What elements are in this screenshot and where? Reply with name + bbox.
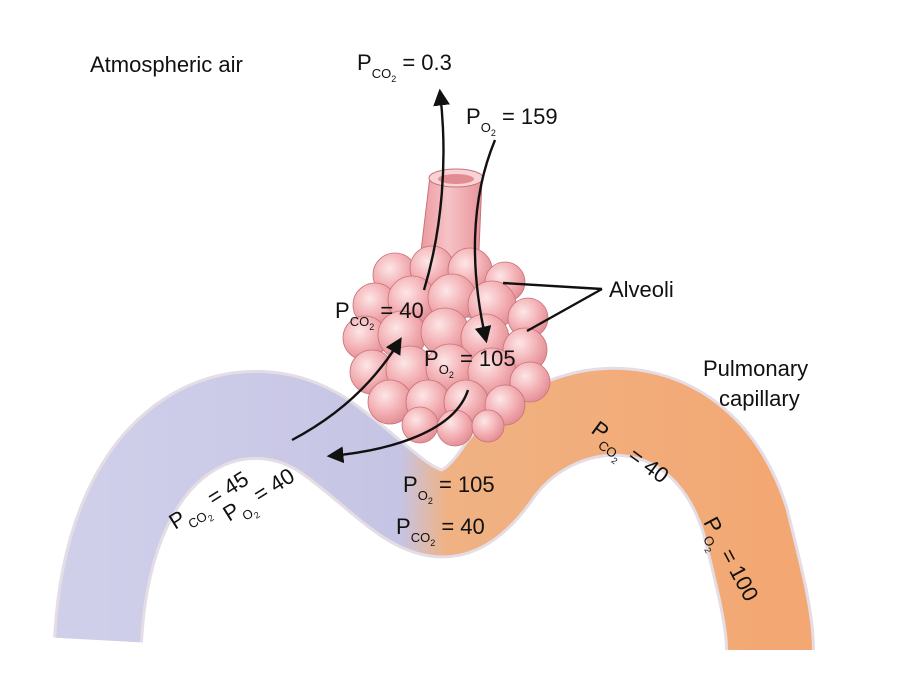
alveoli-label: Alveoli xyxy=(609,277,674,302)
atm-po2-label: PO2 = 159 xyxy=(466,104,558,138)
co2-exhale-arrow xyxy=(422,88,450,291)
diffusion-arrows xyxy=(291,88,497,464)
alveoli-cluster xyxy=(342,245,551,447)
capillary-label: capillary xyxy=(719,386,800,411)
alveolus-26 xyxy=(471,409,505,443)
mid-po2-label: PO2 = 105 xyxy=(403,472,495,506)
o2-to-blood-arrow xyxy=(326,389,470,464)
alveolus-24 xyxy=(401,406,439,444)
atm-pco2-label: PCO2 = 0.3 xyxy=(357,50,452,84)
pulmonary-capillary-vessel xyxy=(53,366,815,652)
alveolar-po2-label: PO2 = 105 xyxy=(424,346,516,380)
alveolus-25 xyxy=(436,409,474,447)
pulmonary-label: Pulmonary xyxy=(703,356,808,381)
o2-inhale-arrow xyxy=(473,139,497,344)
co2-to-alveoli-arrow xyxy=(291,337,402,442)
alveoli-pointer-lines xyxy=(502,281,603,333)
mid-pco2-label: PCO2 = 40 xyxy=(396,514,485,548)
alveolar-pco2-label: PCO2 = 40 xyxy=(335,298,424,332)
atmospheric-air-label: Atmospheric air xyxy=(90,52,243,77)
